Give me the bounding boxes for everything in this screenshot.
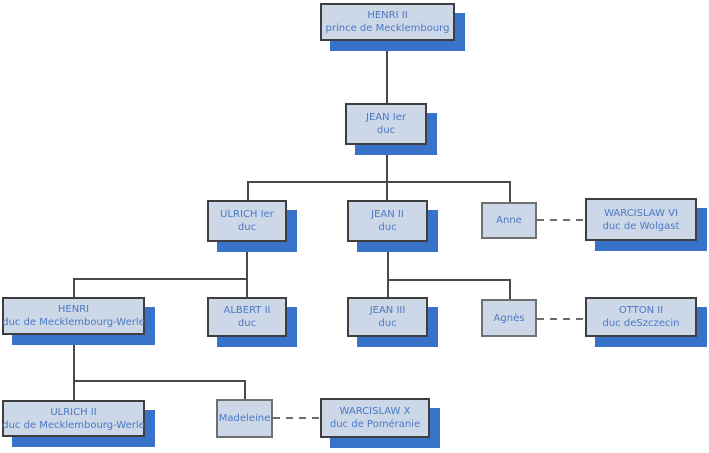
person-name: HENRI: [57, 304, 90, 315]
node-ulrich-ier: ULRICH Ier duc: [207, 200, 287, 242]
node-otton-ii: OTTON II duc deSzczecin: [585, 297, 697, 337]
node-ulrich-ii: ULRICH II duc de Mecklembourg-Werle: [2, 400, 145, 437]
person-name: Madeleine: [218, 413, 271, 424]
person-title: duc de Mecklembourg-Werle: [2, 419, 145, 431]
person-name: ULRICH II: [50, 406, 97, 418]
marriage-line-agnes-otton2: [537, 318, 585, 320]
node-anne: Anne: [481, 202, 537, 239]
node-henri: HENRI duc de Mecklembourg-Werle: [2, 297, 145, 335]
person-name: JEAN III: [369, 305, 406, 316]
connector-ulrich1-albert2: [246, 242, 248, 297]
person-name: HENRI II: [367, 10, 408, 21]
person-name: ALBERT II: [223, 305, 271, 316]
connector-jean2-jean3: [387, 242, 389, 297]
connector-row5-horizontal: [73, 380, 245, 382]
connector-drop-madeleine: [244, 380, 246, 399]
marriage-line-anne-warcislaw6: [537, 219, 585, 221]
person-title: duc: [237, 318, 257, 329]
connector-row4-right-horizontal: [387, 279, 510, 281]
node-agnes: Agnès: [481, 299, 537, 337]
person-name: ULRICH Ier: [220, 209, 274, 220]
node-jean-ier: JEAN Ier duc: [345, 103, 427, 145]
connector-row3-horizontal: [247, 181, 510, 183]
person-title: duc de Poméranie: [329, 419, 421, 430]
person-title: duc: [378, 222, 397, 233]
person-name: JEAN Ier: [366, 112, 406, 123]
person-title: duc: [378, 318, 397, 329]
connector-row4-left-horizontal: [73, 278, 247, 280]
person-title: duc deSzczecin: [602, 318, 680, 329]
person-name: Anne: [496, 215, 522, 226]
connector-drop-henri: [73, 278, 75, 297]
connector-drop-anne: [509, 181, 511, 202]
person-title: duc: [237, 222, 257, 233]
connector-drop-ulrich1: [247, 181, 249, 200]
node-warcislaw-vi: WARCISLAW VI duc de Wolgast: [585, 198, 697, 241]
node-madeleine: Madeleine: [216, 399, 273, 438]
marriage-line-madeleine-warcislaw10: [273, 417, 320, 419]
person-title: prince de Mecklembourg: [325, 23, 450, 34]
connector-henri2-jean1: [386, 41, 388, 103]
node-henri-ii: HENRI II prince de Mecklembourg: [320, 3, 455, 41]
person-title: duc de Mecklembourg-Werle: [2, 317, 145, 328]
person-name: OTTON II: [618, 305, 664, 316]
connector-henri-ulrich2: [73, 335, 75, 400]
node-jean-iii: JEAN III duc: [347, 297, 428, 337]
person-name: Agnès: [493, 312, 525, 324]
node-warcislaw-x: WARCISLAW X duc de Poméranie: [320, 398, 430, 438]
person-name: WARCISLAW VI: [604, 207, 678, 219]
connector-jean1-down: [386, 145, 388, 200]
person-name: WARCISLAW X: [339, 406, 411, 417]
node-jean-ii: JEAN II duc: [347, 200, 428, 242]
person-title: duc de Wolgast: [602, 220, 680, 232]
connector-drop-agnes: [509, 279, 511, 299]
node-albert-ii: ALBERT II duc: [207, 297, 287, 337]
person-title: duc: [376, 125, 396, 136]
person-name: JEAN II: [371, 209, 404, 220]
